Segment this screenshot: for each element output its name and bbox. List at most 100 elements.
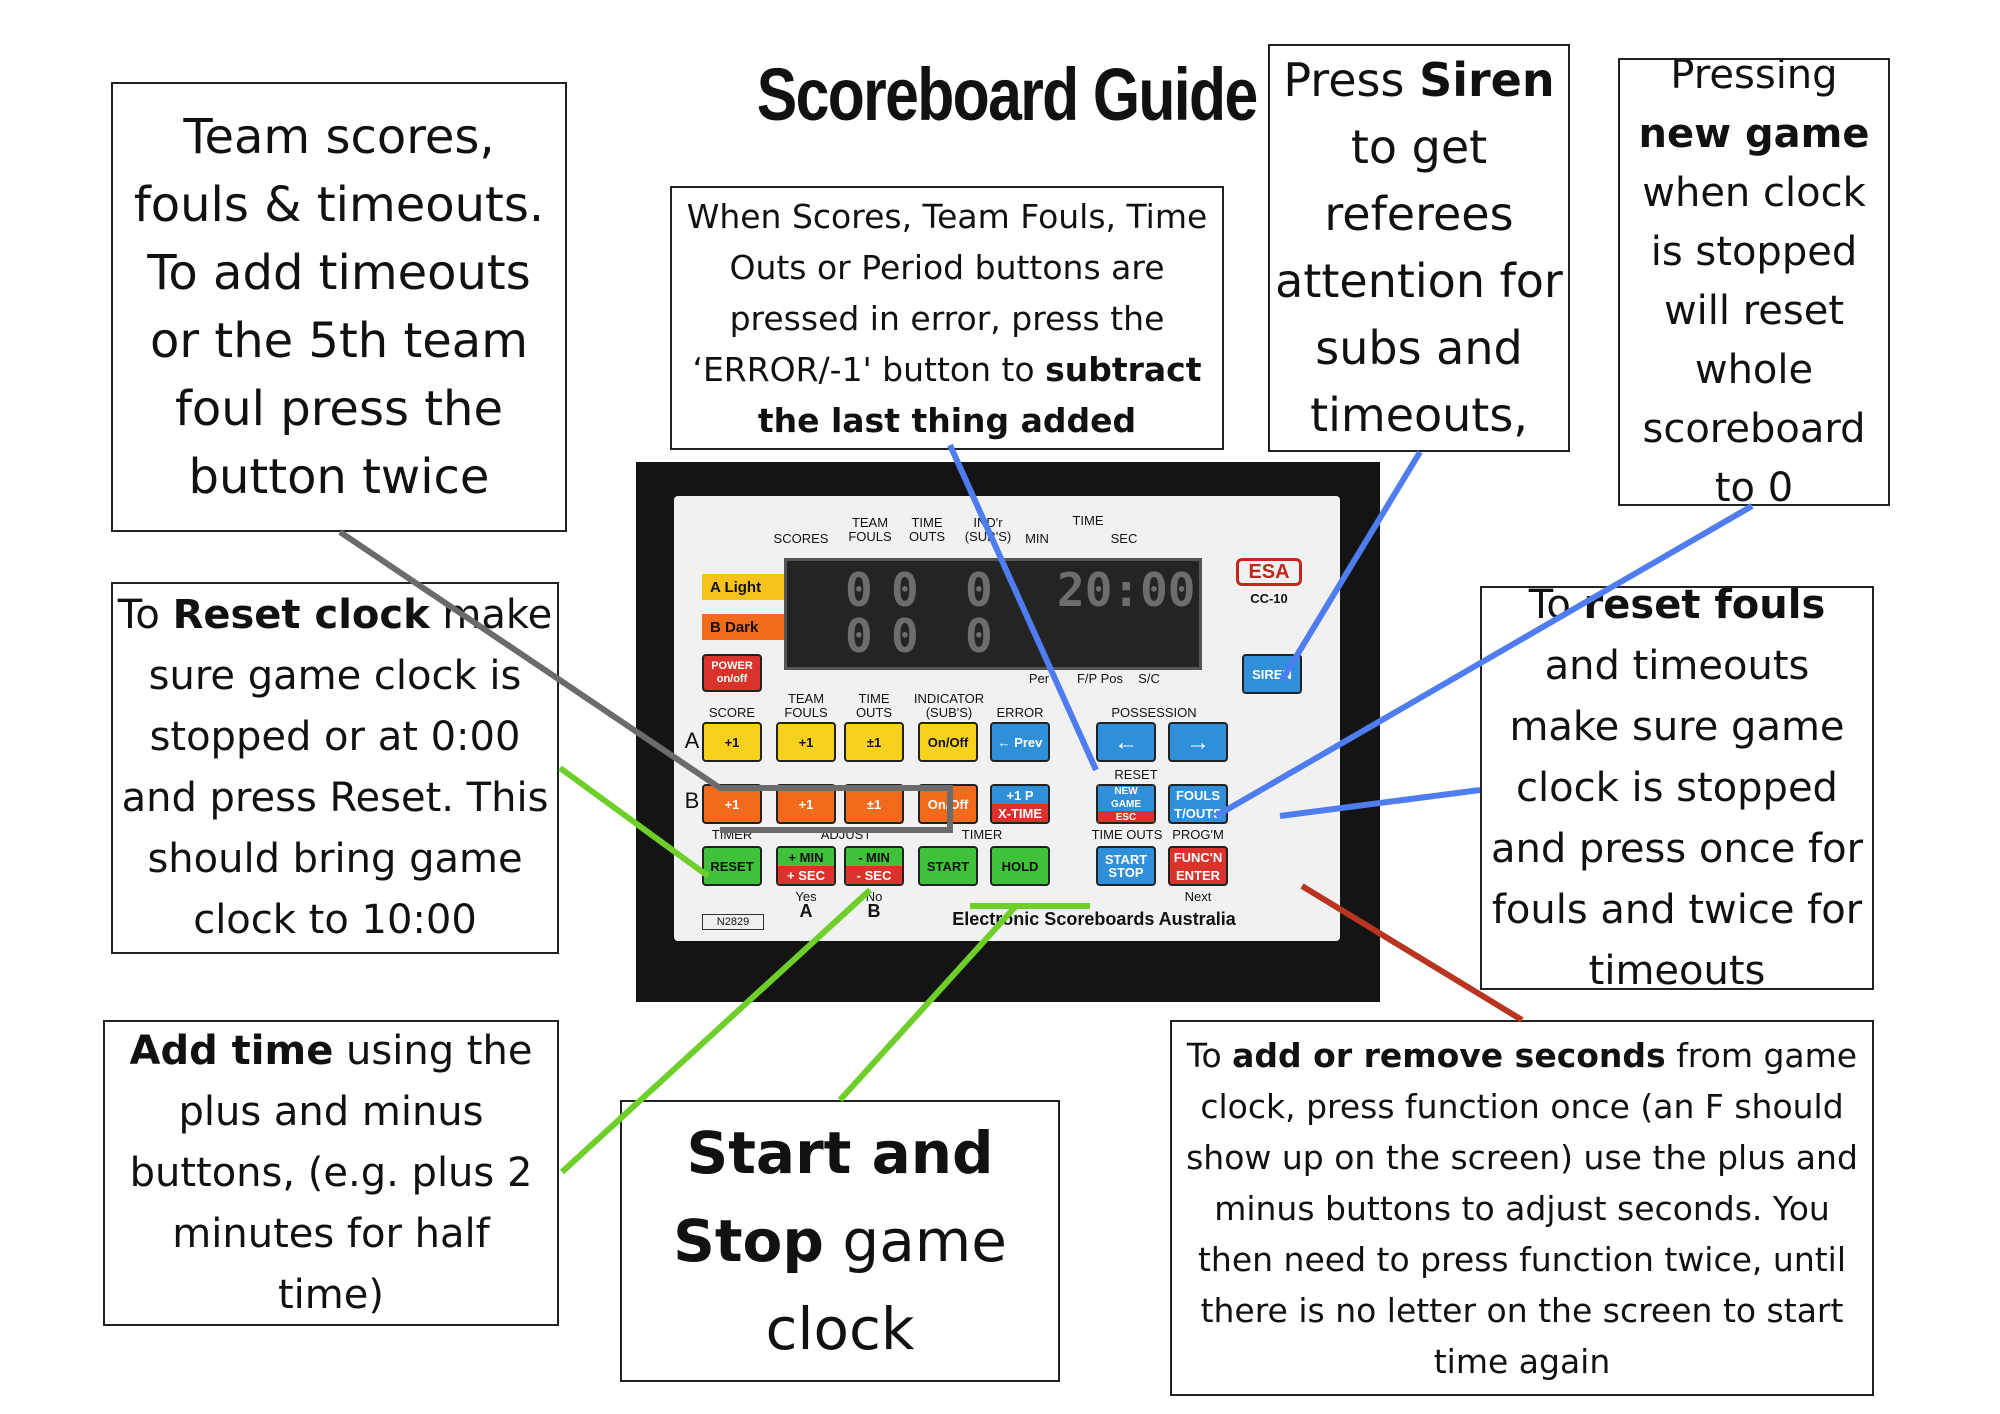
model-number-label: N2829 bbox=[702, 914, 764, 930]
scoreboard-controller: SCORES TEAM FOULS TIME OUTS IND'r (SUB'S… bbox=[636, 462, 1380, 1002]
seconds-text-bold: add or remove seconds bbox=[1232, 1035, 1666, 1075]
team-scores-text: Team scores, fouls & timeouts. To add ti… bbox=[133, 109, 545, 505]
label-adjust: ADJUST bbox=[820, 827, 872, 842]
label-timer-2: TIMER bbox=[961, 827, 1003, 842]
reset-clock-text: To Reset clock make sure game clock is s… bbox=[117, 585, 553, 951]
new-game-text-bold: new game bbox=[1638, 111, 1870, 157]
error-text-pre: When Scores, Team Fouls, Time Outs or Pe… bbox=[686, 196, 1208, 389]
start-stop-text-post: game clock bbox=[765, 1207, 1007, 1363]
seconds-note: To add or remove seconds from game clock… bbox=[1170, 1020, 1874, 1396]
seconds-text: To add or remove seconds from game clock… bbox=[1178, 1030, 1866, 1387]
possession-left-button[interactable]: ← bbox=[1096, 722, 1156, 762]
siren-note: Press Siren to get referees attention fo… bbox=[1268, 44, 1570, 452]
start-stop-text: Start and Stop game clock bbox=[626, 1109, 1054, 1373]
reset-fouls-timeouts-button[interactable]: FOULS T/OUTS bbox=[1168, 784, 1228, 824]
label-row-a: A bbox=[684, 728, 700, 753]
time-outs-start-stop-button[interactable]: START STOP bbox=[1096, 846, 1156, 886]
new-game-button[interactable]: NEW GAME ESC bbox=[1096, 784, 1156, 824]
reset-fouls-text-bold: reset fouls bbox=[1583, 586, 1826, 628]
reset-clock-text-bold: Reset clock bbox=[172, 592, 430, 638]
siren-text-bold: Siren bbox=[1419, 53, 1555, 107]
lcd-label-sc: S/C bbox=[1138, 671, 1160, 686]
reset-fouls-text-pre: To bbox=[1528, 586, 1571, 628]
label-error: ERROR bbox=[996, 705, 1044, 720]
label-time-outs-2: TIME OUTS bbox=[1091, 827, 1163, 842]
header-scores: SCORES bbox=[773, 531, 829, 546]
plus-button[interactable]: + MIN + SEC bbox=[776, 846, 836, 886]
seconds-text-post: from game clock, press function once (an… bbox=[1186, 1035, 1858, 1381]
reset-clock-note: To Reset clock make sure game clock is s… bbox=[111, 582, 559, 954]
header-team-fouls: TEAM FOULS bbox=[848, 515, 892, 544]
esa-logo: ESA bbox=[1236, 558, 1302, 586]
page-title: Scoreboard Guide bbox=[756, 53, 1258, 136]
controller-panel: SCORES TEAM FOULS TIME OUTS IND'r (SUB'S… bbox=[674, 496, 1340, 941]
label-possession: POSSESSION bbox=[1111, 705, 1197, 720]
label-yes-a: A bbox=[799, 901, 813, 921]
a-light-tag: A Light bbox=[702, 574, 784, 600]
siren-text-post: to get referees attention for subs and t… bbox=[1275, 120, 1563, 442]
start-stop-note: Start and Stop game clock bbox=[620, 1100, 1060, 1382]
label-indicator: INDICATOR (SUB'S) bbox=[913, 691, 985, 720]
start-stop-text-bold-2: Stop bbox=[673, 1207, 824, 1275]
function-top-label: FUNC'N bbox=[1173, 849, 1223, 865]
label-row-b: B bbox=[684, 788, 700, 813]
function-bottom-label: ENTER bbox=[1175, 867, 1221, 883]
display-time: 20:00 bbox=[1057, 563, 1196, 617]
power-button[interactable]: POWER on/off bbox=[702, 654, 762, 692]
error-text-bold: subtract the last thing added bbox=[757, 349, 1202, 440]
new-game-text-pre: Pressing bbox=[1670, 58, 1838, 98]
a-indicator-button[interactable]: On/Off bbox=[918, 722, 978, 762]
seconds-text-pre: To bbox=[1186, 1035, 1222, 1075]
siren-text-pre: Press bbox=[1283, 53, 1405, 107]
minus-button[interactable]: - MIN - SEC bbox=[844, 846, 904, 886]
reset-fouls-note: To reset fouls and timeouts make sure ga… bbox=[1480, 586, 1874, 990]
reset-fouls-text: To reset fouls and timeouts make sure ga… bbox=[1486, 586, 1868, 988]
a-time-outs-button[interactable]: ±1 bbox=[844, 722, 904, 762]
period-button[interactable]: +1 P X-TIME bbox=[990, 784, 1050, 824]
header-time: TIME bbox=[1072, 513, 1104, 528]
b-score-button[interactable]: +1 bbox=[702, 784, 762, 824]
display-b-fouls: 0 bbox=[891, 609, 919, 663]
add-time-text-post: using the plus and minus buttons, (e.g. … bbox=[129, 1027, 533, 1318]
period-bottom-label: X-TIME bbox=[992, 804, 1048, 822]
label-time-outs: TIME OUTS bbox=[855, 691, 893, 720]
reset-clock-text-post: make sure game clock is stopped or at 0:… bbox=[121, 592, 553, 943]
minus-bottom-label: - SEC bbox=[846, 866, 902, 884]
display-b-timeouts: 0 bbox=[965, 609, 993, 663]
reset-clock-text-pre: To bbox=[117, 592, 160, 638]
error-button[interactable]: ← Prev bbox=[990, 722, 1050, 762]
fouls-top-label: FOULS bbox=[1175, 787, 1221, 803]
header-sec: SEC bbox=[1110, 531, 1138, 546]
label-reset: RESET bbox=[1114, 767, 1158, 782]
start-button[interactable]: START bbox=[918, 846, 978, 886]
siren-button[interactable]: SIREN bbox=[1242, 654, 1302, 694]
b-indicator-button[interactable]: On/Off bbox=[918, 784, 978, 824]
minus-top-label: - MIN bbox=[846, 848, 902, 866]
b-dark-tag: B Dark bbox=[702, 614, 784, 640]
new-game-note: Pressing new game when clock is stopped … bbox=[1618, 58, 1890, 506]
a-score-button[interactable]: +1 bbox=[702, 722, 762, 762]
hold-button[interactable]: HOLD bbox=[990, 846, 1050, 886]
b-time-outs-button[interactable]: ±1 bbox=[844, 784, 904, 824]
period-top-label: +1 P bbox=[992, 786, 1048, 804]
header-min: MIN bbox=[1025, 531, 1049, 546]
start-stop-text-bold-1: Start and bbox=[686, 1119, 994, 1187]
function-button[interactable]: FUNC'N ENTER bbox=[1168, 846, 1228, 886]
lcd-label-per: Per bbox=[1028, 671, 1050, 686]
possession-right-button[interactable]: → bbox=[1168, 722, 1228, 762]
fouls-bottom-label: T/OUTS bbox=[1174, 805, 1222, 821]
reset-clock-button[interactable]: RESET bbox=[702, 846, 762, 886]
label-no-b: B bbox=[867, 901, 881, 921]
display-b-score: 0 bbox=[845, 609, 873, 663]
a-team-fouls-button[interactable]: +1 bbox=[776, 722, 836, 762]
new-game-text-post: when clock is stopped will reset whole s… bbox=[1642, 170, 1866, 506]
siren-text: Press Siren to get referees attention fo… bbox=[1274, 47, 1564, 449]
plus-bottom-label: + SEC bbox=[778, 866, 834, 884]
model-label: CC-10 bbox=[1250, 591, 1288, 606]
label-team-fouls: TEAM FOULS bbox=[784, 691, 828, 720]
team-scores-note: Team scores, fouls & timeouts. To add ti… bbox=[111, 82, 567, 532]
b-team-fouls-button[interactable]: +1 bbox=[776, 784, 836, 824]
add-time-note: Add time using the plus and minus button… bbox=[103, 1020, 559, 1326]
label-timer: TIMER bbox=[711, 827, 753, 842]
footer-label: Electronic Scoreboards Australia bbox=[952, 909, 1236, 929]
